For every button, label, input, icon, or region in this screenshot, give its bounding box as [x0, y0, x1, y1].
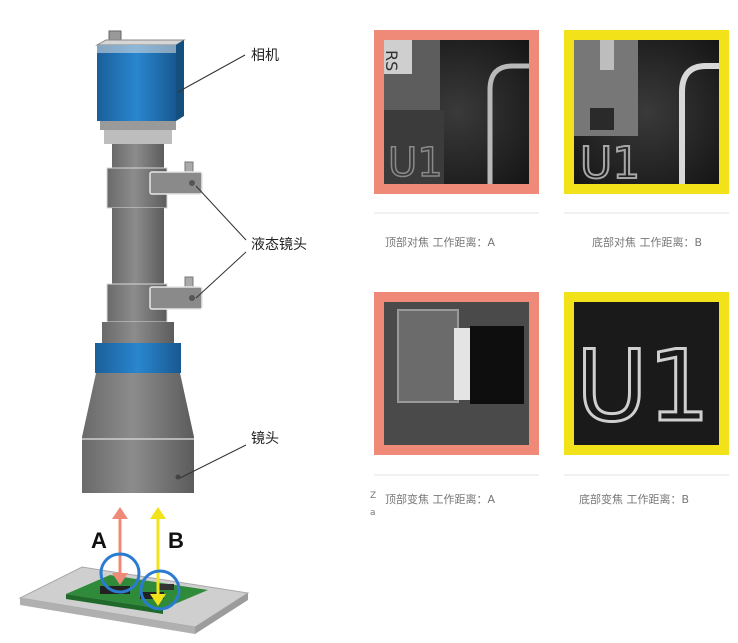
camera-leader [177, 54, 246, 93]
u1-mark: U1 [580, 138, 640, 189]
liquid-lens-ring-lower [149, 276, 203, 310]
point-a-label: A [91, 528, 107, 553]
point-b-label: B [168, 528, 184, 553]
caption-top-focus: 顶部对焦 工作距离：A [385, 235, 495, 249]
photo-bottom-zoom: U1 [564, 292, 729, 455]
lens-column [100, 121, 176, 344]
caption-bottom-focus: 底部对焦 工作距离：B [592, 235, 702, 249]
arrow-b [150, 507, 166, 606]
main-lens [82, 373, 194, 493]
photo-top-focus: RS U1 [374, 30, 539, 194]
photo-top-zoom: RS [374, 292, 539, 455]
lens-leader [179, 444, 247, 479]
photo-bottom-focus: U1 [564, 30, 729, 194]
camera-label: 相机 [251, 48, 279, 64]
liquid-lens-leader-upper [195, 185, 247, 241]
liquid-lens-label: 液态镜头 [251, 237, 307, 253]
arrow-a [112, 507, 128, 585]
focus-circle-a [99, 552, 141, 594]
rs-mark: RS [382, 50, 401, 71]
caption-bottom-zoom: 底部变焦 工作距离：B [579, 492, 689, 506]
text-fragment: a [370, 508, 376, 518]
lens-label: 镜头 [251, 431, 279, 447]
focus-circle-b [139, 569, 181, 611]
lens-blue-band [95, 343, 181, 373]
liquid-lens-ring-upper [149, 161, 203, 195]
camera [95, 30, 186, 121]
caption-top-zoom: 顶部变焦 工作距离：A [385, 492, 495, 506]
text-fragment: Z [370, 491, 376, 501]
u1-mark: U1 [388, 140, 443, 186]
liquid-lens-leader-lower [195, 251, 247, 299]
u1-mark: U1 [576, 330, 710, 444]
